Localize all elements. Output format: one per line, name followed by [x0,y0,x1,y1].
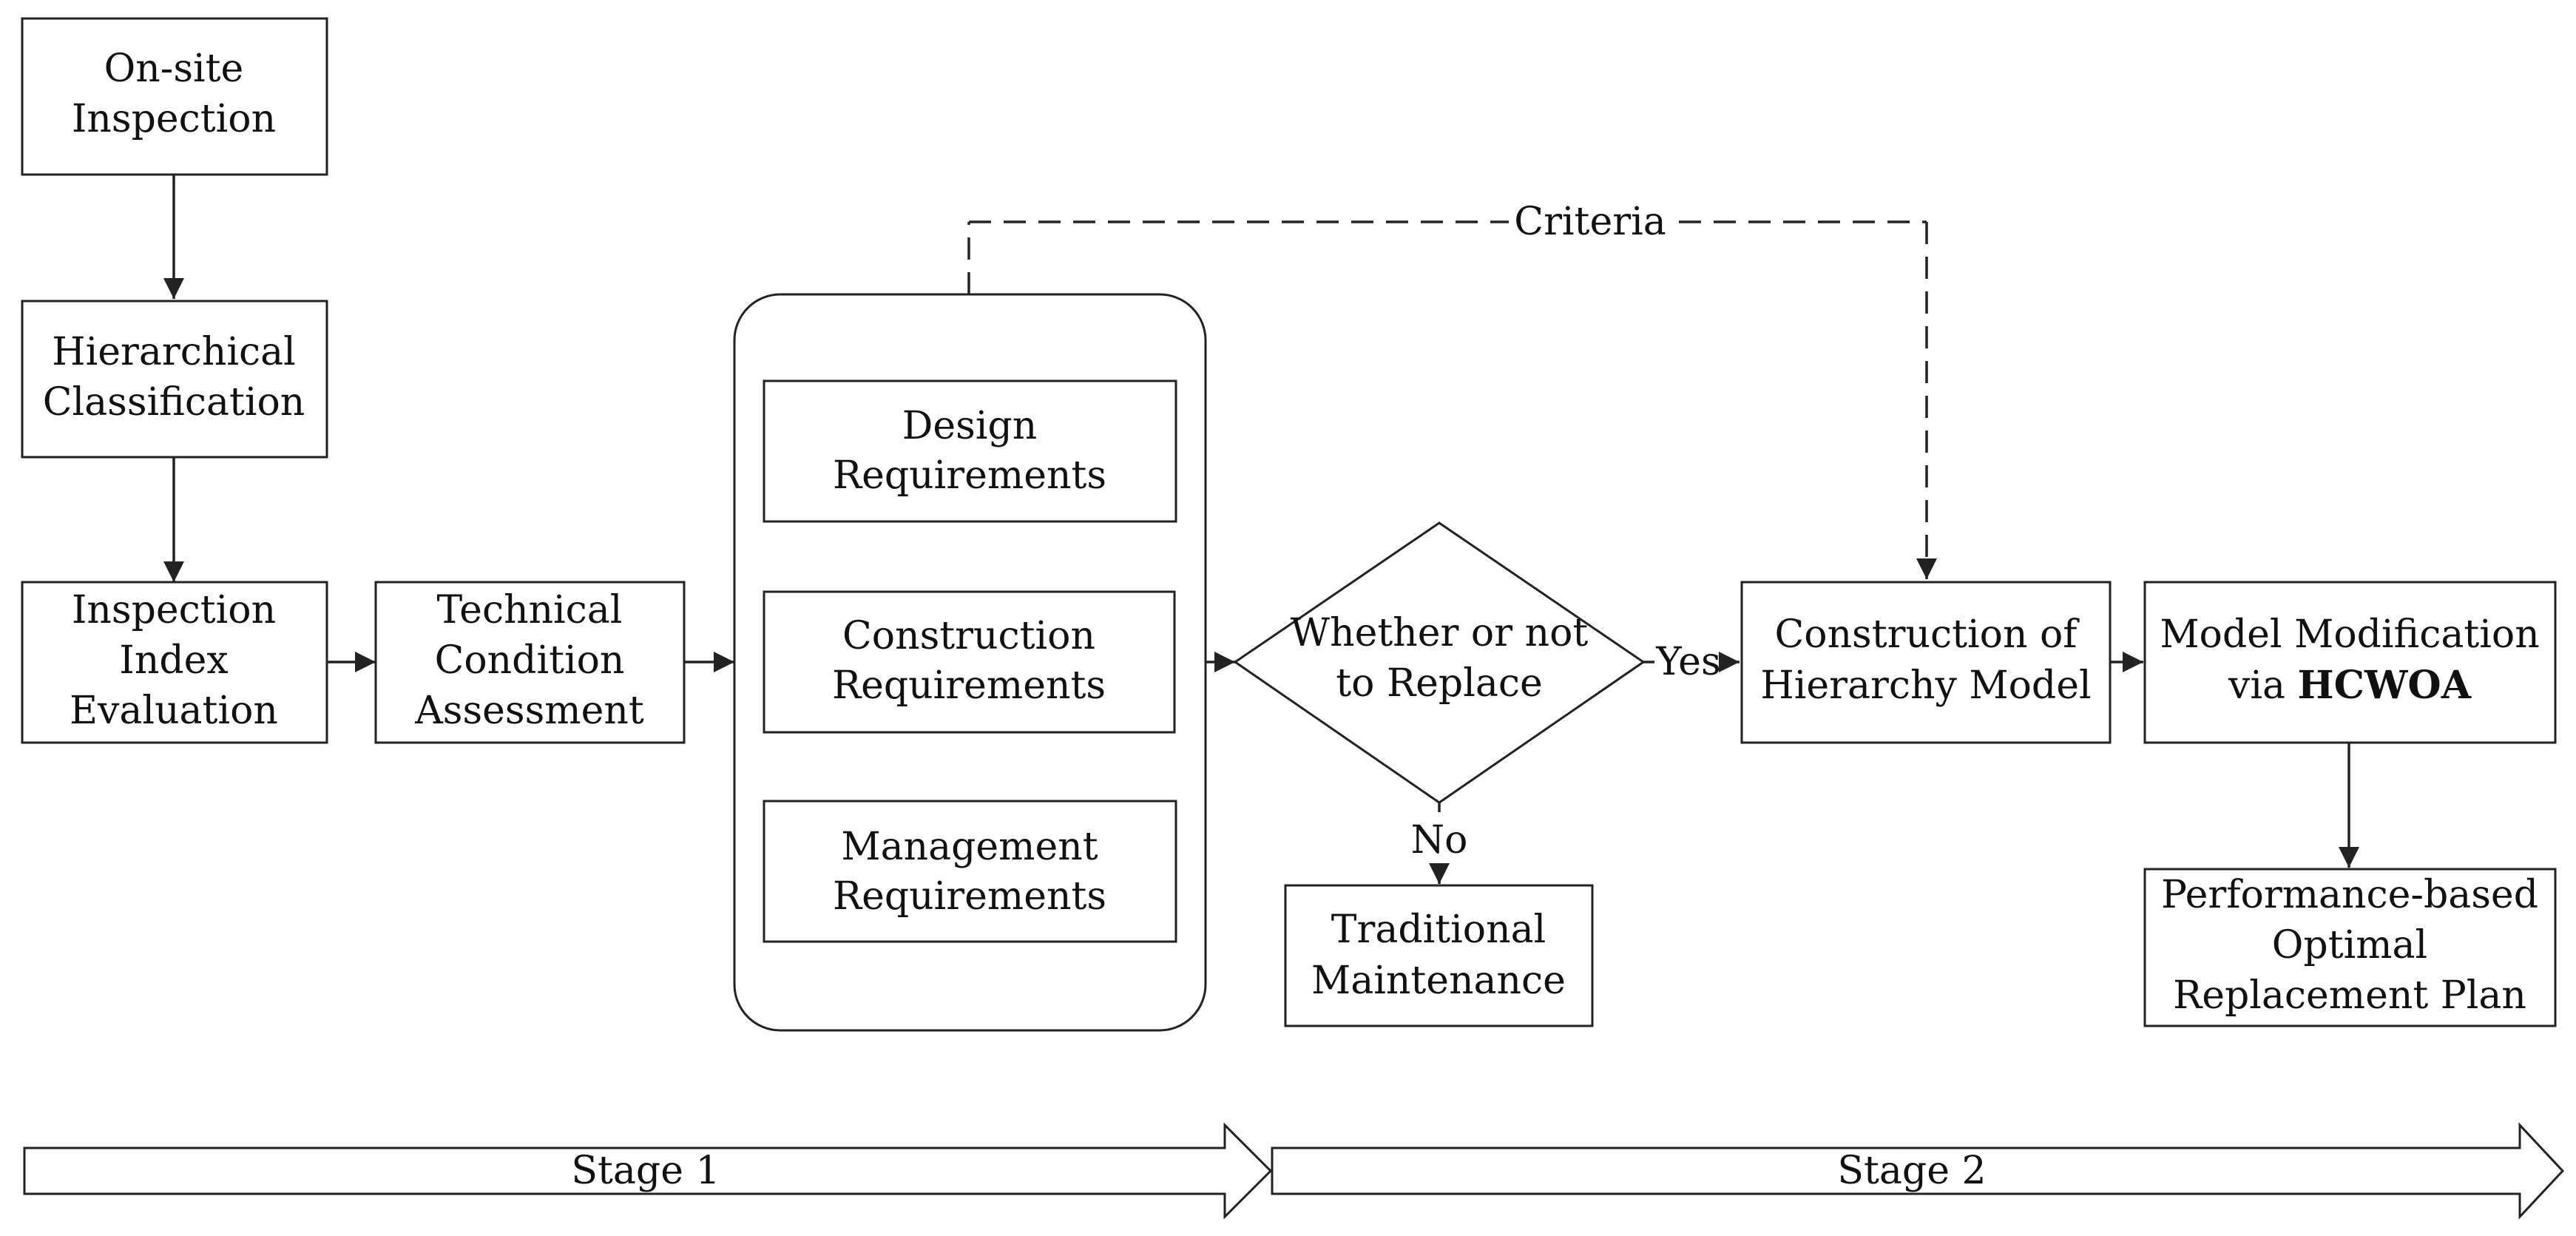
technical-line1: Technical [437,588,623,632]
node-decision-replace: Whether or not to Replace [1233,521,1646,804]
index-eval-line2: Index [119,638,228,683]
optimal-line3: Replacement Plan [2173,973,2526,1018]
technical-line2: Condition [435,638,625,683]
stage1-label: Stage 1 [571,1149,720,1193]
decision-line2: to Replace [1336,661,1542,706]
node-onsite-inspection: On-site Inspection [21,17,328,176]
node-construction-requirements: Construction Requirements [763,590,1176,734]
node-design-requirements: Design Requirements [763,379,1177,523]
modification-line1: Model Modification [2160,612,2539,657]
construction-req-line2: Requirements [832,663,1106,708]
decision-line1: Whether or not [1291,611,1589,655]
onsite-line1: On-site [104,47,244,91]
onsite-line2: Inspection [72,97,276,141]
no-label: No [1411,818,1468,862]
node-management-requirements: Management Requirements [763,800,1177,943]
hierarchy-model-line2: Hierarchy Model [1760,663,2091,708]
technical-line3: Assessment [414,689,644,733]
node-traditional-maintenance: Traditional Maintenance [1284,884,1594,1027]
optimal-line1: Performance-based [2161,873,2538,917]
node-model-modification: Model Modification via HCWOA [2143,581,2557,744]
node-inspection-index-evaluation: Inspection Index Evaluation [21,581,328,744]
modification-hcwoa: HCWOA [2297,663,2471,708]
node-construction-hierarchy-model: Construction of Hierarchy Model [1740,581,2112,744]
design-line1: Design [902,404,1038,448]
index-eval-line1: Inspection [72,588,276,632]
optimal-line2: Optimal [2272,923,2427,967]
management-line1: Management [841,825,1098,869]
hierarchical-line1: Hierarchical [52,330,295,374]
traditional-line2: Maintenance [1311,959,1566,1003]
stage1-arrow: Stage 1 [23,1122,1273,1220]
modification-line2: via HCWOA [2228,663,2472,708]
construction-req-line1: Construction [842,614,1095,658]
yes-label: Yes [1655,640,1720,684]
criteria-label: Criteria [1514,200,1666,244]
stage2-label: Stage 2 [1837,1149,1986,1193]
node-hierarchical-classification: Hierarchical Classification [21,300,328,459]
modification-line2-prefix: via [2228,663,2298,708]
hierarchical-line2: Classification [43,380,305,425]
traditional-line1: Traditional [1331,908,1546,952]
management-line2: Requirements [833,874,1106,919]
stage2-arrow: Stage 2 [1271,1122,2565,1220]
node-technical-condition-assessment: Technical Condition Assessment [374,581,686,744]
hierarchy-model-line1: Construction of [1774,612,2080,657]
node-optimal-replacement-plan: Performance-based Optimal Replacement Pl… [2143,868,2557,1027]
index-eval-line3: Evaluation [70,689,278,733]
design-line2: Requirements [833,453,1106,498]
